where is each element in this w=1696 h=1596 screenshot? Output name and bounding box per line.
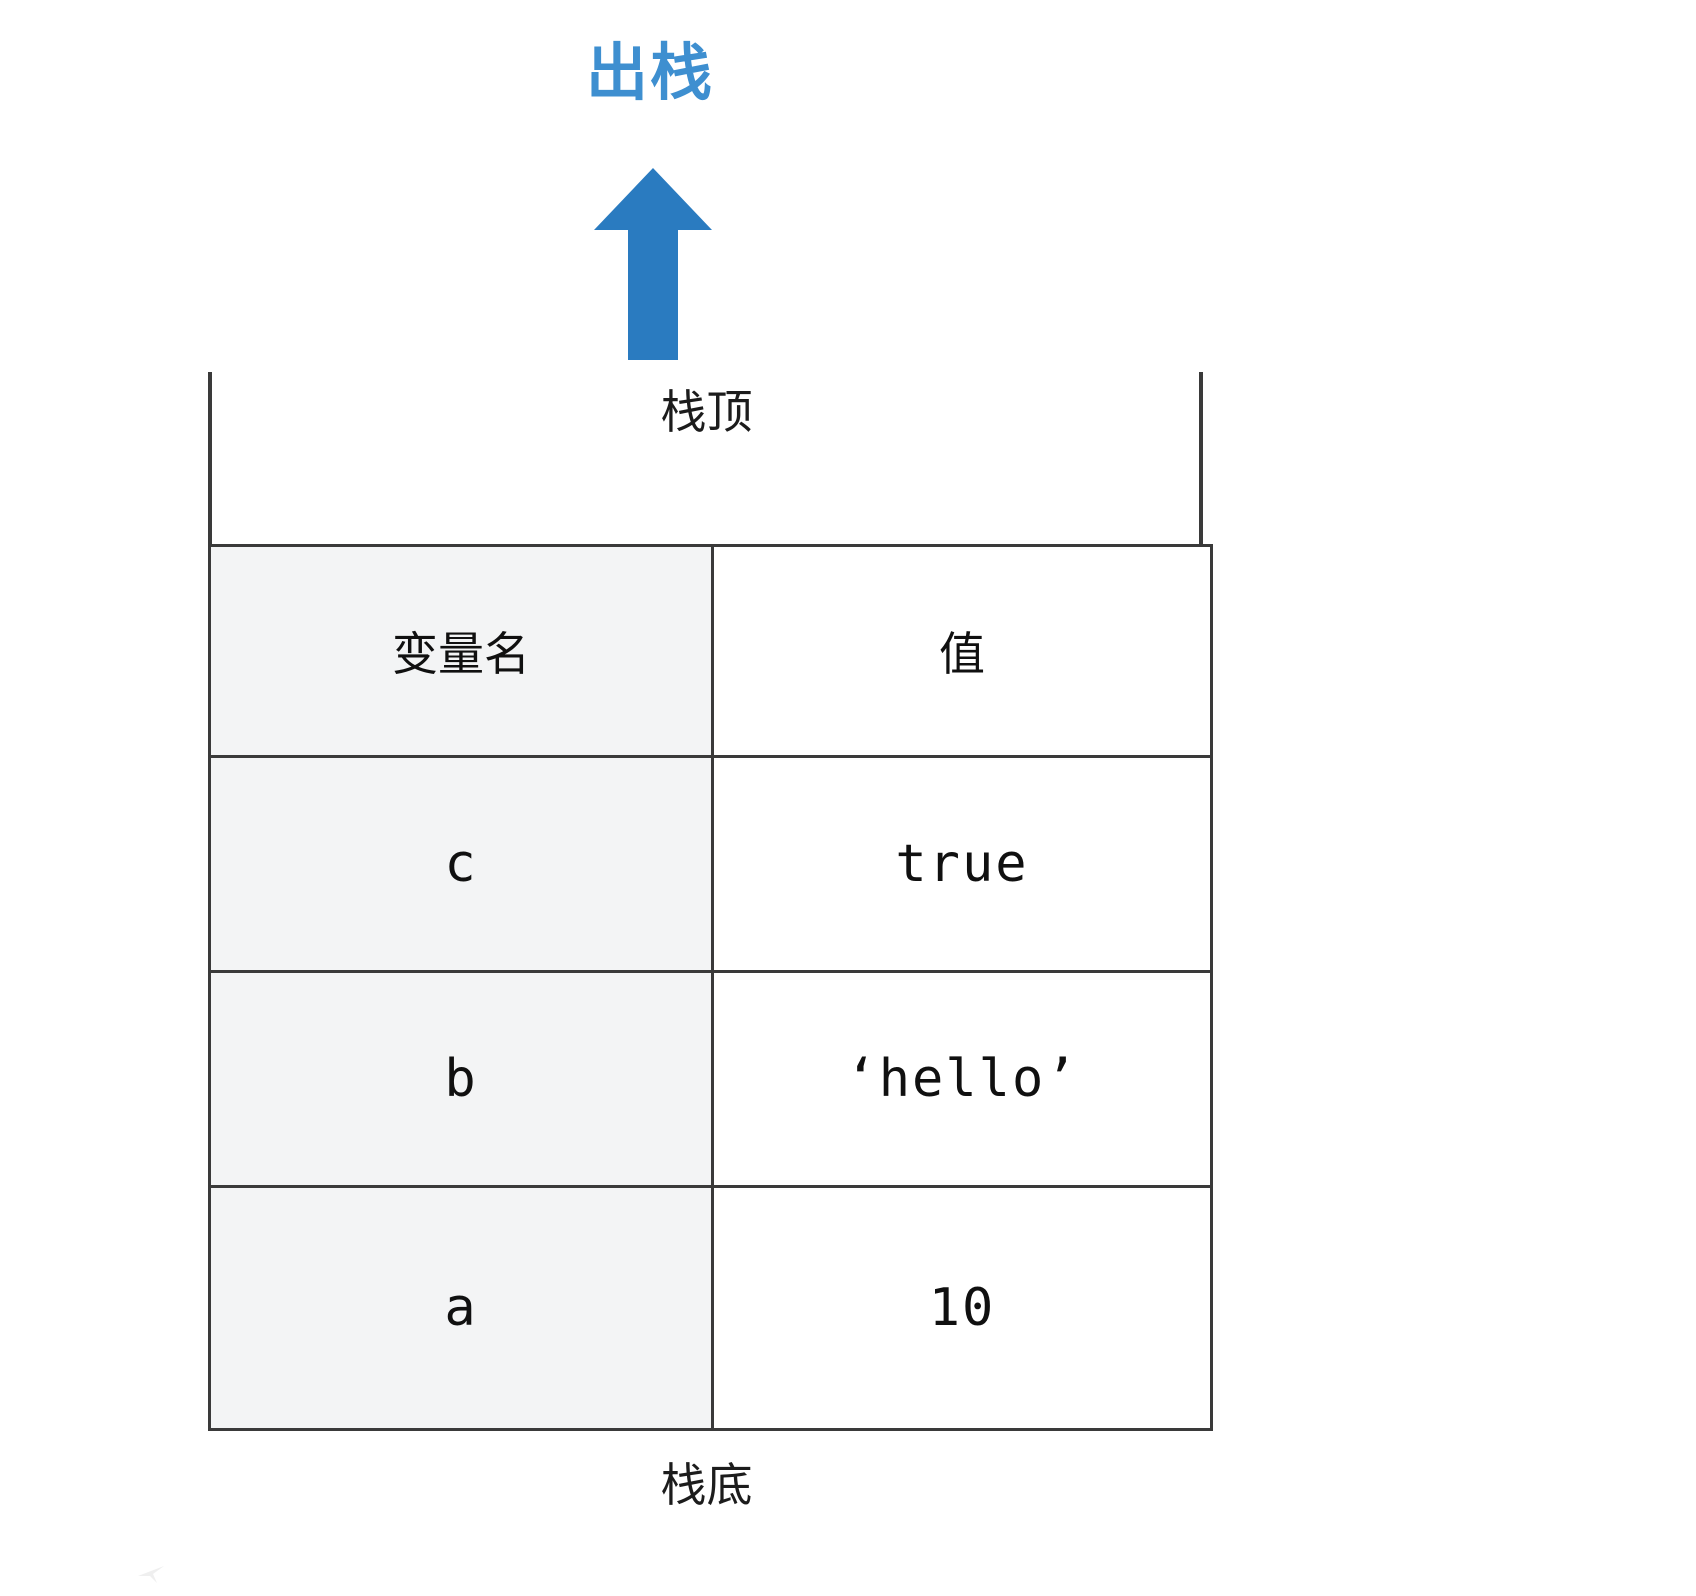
- cursor-pointer-icon: [138, 1562, 164, 1584]
- cell-variable-name: b: [208, 970, 714, 1188]
- stack-bottom-label: 栈底: [660, 1458, 753, 1512]
- stack-wall-left: [208, 372, 212, 548]
- stack-wall-right: [1199, 372, 1203, 548]
- cell-value: ‘hello’: [711, 970, 1213, 1188]
- table-row: c true: [208, 755, 1213, 973]
- header-cell-variable-name: 变量名: [208, 544, 714, 758]
- table-header-row: 变量名 值: [208, 544, 1213, 758]
- stack-top-label: 栈顶: [660, 385, 753, 439]
- cell-variable-name: a: [208, 1185, 714, 1431]
- cell-variable-name: c: [208, 755, 714, 973]
- table-row: a 10: [208, 1185, 1213, 1431]
- pop-arrow-up-icon: [594, 168, 712, 360]
- stack-table: 变量名 值 c true b ‘hello’ a 10: [208, 544, 1213, 1431]
- cell-value: 10: [711, 1185, 1213, 1431]
- cell-value: true: [711, 755, 1213, 973]
- pop-title: 出栈: [585, 36, 714, 109]
- table-row: b ‘hello’: [208, 970, 1213, 1188]
- header-cell-value: 值: [711, 544, 1213, 758]
